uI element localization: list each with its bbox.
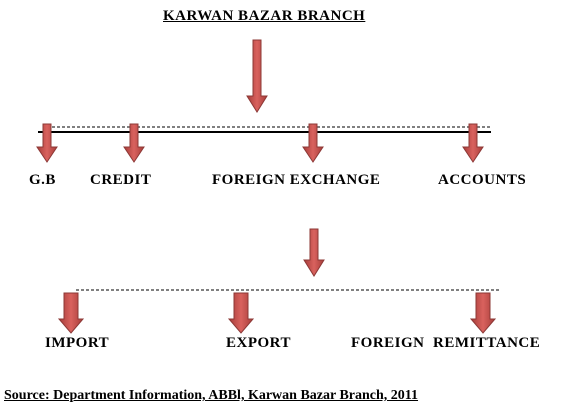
diagram-title: KARWAN BAZAR BRANCH: [163, 8, 366, 24]
unit-export: EXPORT: [226, 335, 291, 351]
unit-arrow-remittance: [469, 292, 497, 334]
dept-accounts: ACCOUNTS: [438, 172, 527, 188]
dept-arrow-credit: [123, 123, 145, 163]
unit-foreign-remittance: FOREIGN REMITTANCE: [351, 335, 541, 351]
dept-credit: CREDIT: [90, 172, 152, 188]
unit-arrow-import: [57, 292, 85, 334]
fx-arrow: [303, 228, 325, 277]
dept-arrow-accounts: [462, 123, 484, 163]
unit-arrow-export: [227, 292, 255, 334]
source-note: Source: Department Information, ABBl, Ka…: [4, 388, 419, 403]
unit-import: IMPORT: [45, 335, 110, 351]
dept-gb: G.B: [29, 172, 56, 188]
dept-foreign-exchange: FOREIGN EXCHANGE: [212, 172, 381, 188]
dept-arrow-gb: [36, 123, 58, 163]
branch-arrow: [246, 39, 268, 113]
dept-arrow-foreign-exchange: [302, 123, 324, 163]
